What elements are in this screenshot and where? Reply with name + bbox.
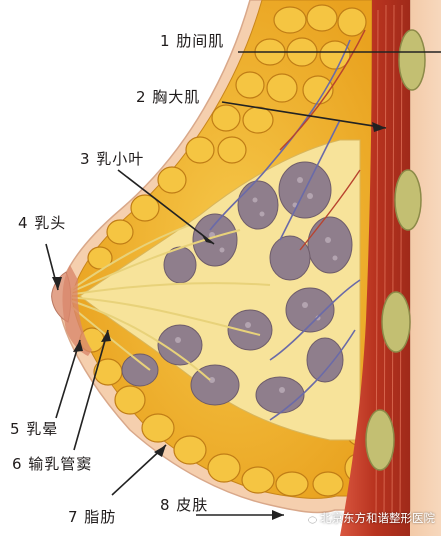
label-skin: 8 皮肤	[160, 496, 209, 514]
label-pectoralis: 2 胸大肌	[136, 88, 201, 106]
wechat-icon	[303, 513, 317, 523]
glandular-tissue	[79, 139, 361, 441]
lactiferous-ducts	[61, 224, 271, 381]
label-areola: 5 乳晕	[10, 420, 59, 438]
label-lactiferous-sinus: 6 输乳管窦	[12, 455, 93, 473]
label-pointers	[45, 51, 441, 516]
watermark-text: 北京东方和谐整形医院	[320, 511, 435, 525]
label-nipple: 4 乳头	[18, 214, 67, 232]
watermark: 北京东方和谐整形医院	[303, 510, 435, 526]
arrow-heads	[52, 122, 386, 520]
ribs	[365, 29, 426, 471]
label-rib-muscle: 1 肋间肌	[160, 32, 225, 50]
arteries	[279, 29, 366, 251]
lobule-clusters	[121, 161, 353, 414]
areola	[62, 265, 92, 356]
label-lobule: 3 乳小叶	[80, 150, 145, 168]
lobule-texture	[175, 177, 338, 393]
label-fat: 7 脂肪	[68, 508, 117, 526]
blood-vessels	[209, 39, 361, 421]
